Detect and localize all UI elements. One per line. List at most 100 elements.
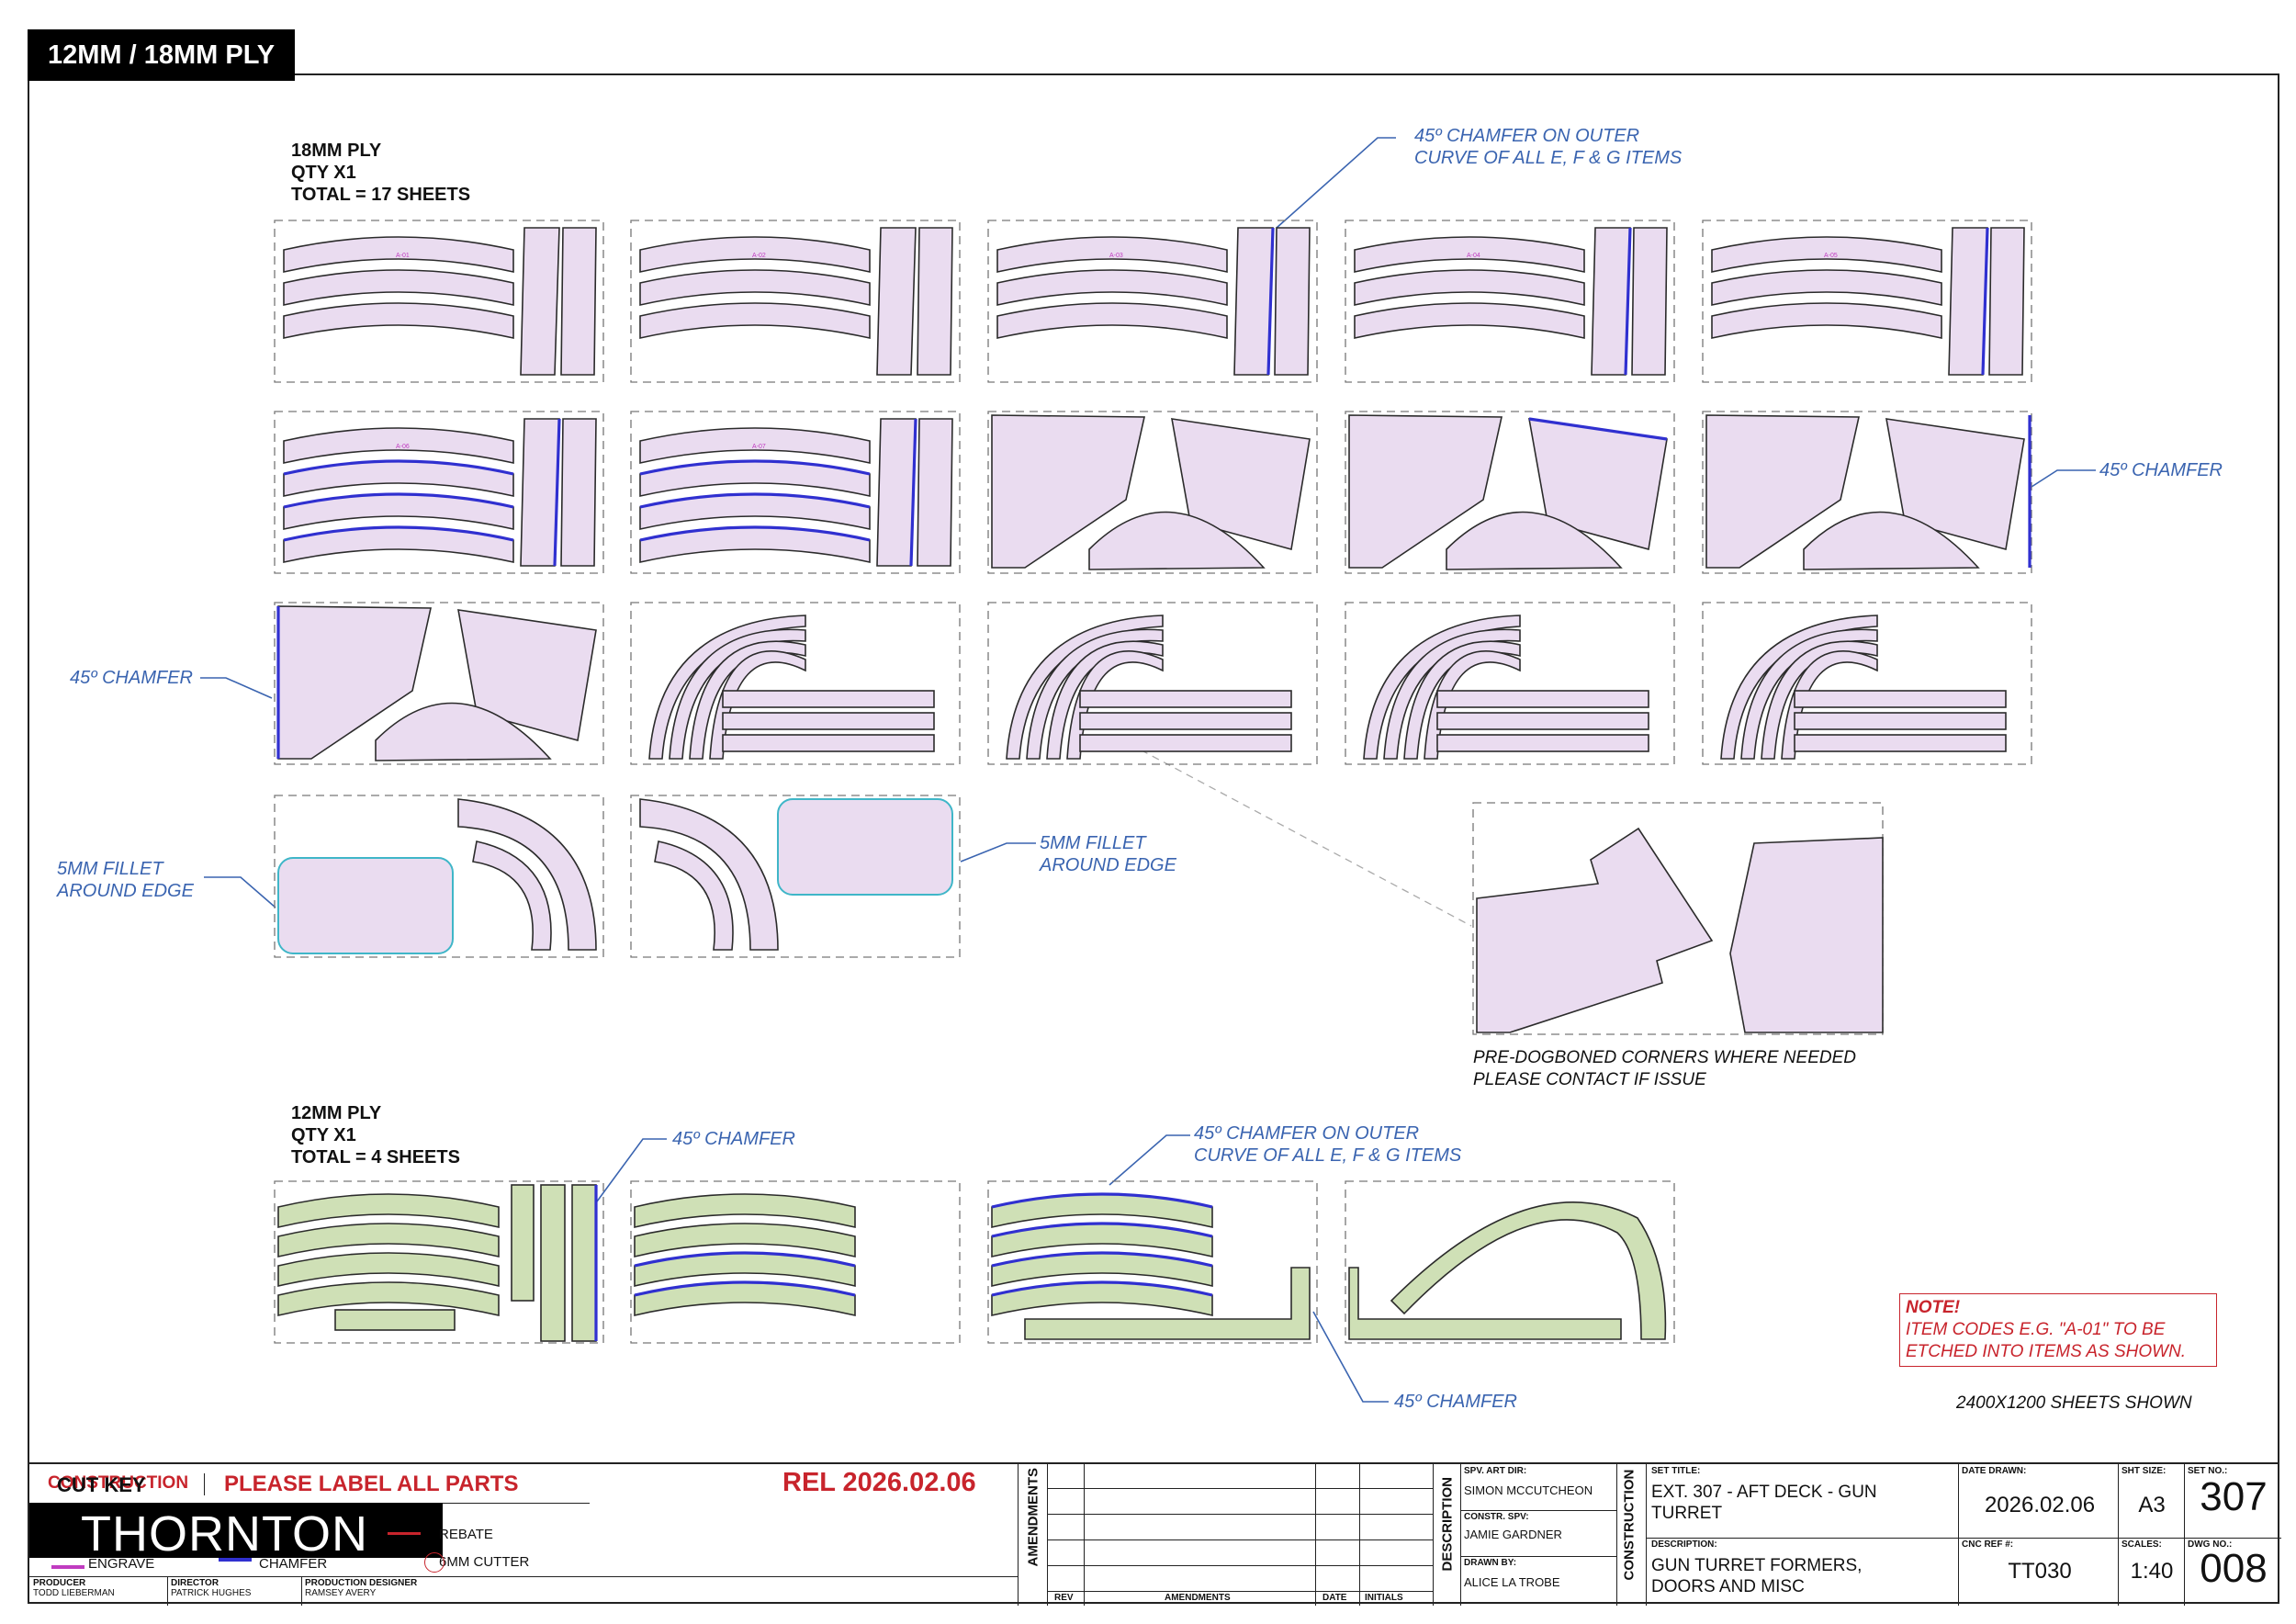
rib-part bbox=[1079, 712, 1292, 730]
panel-part bbox=[1446, 511, 1623, 570]
rib-part bbox=[1761, 640, 1878, 760]
credit-label: PRODUCTION DESIGNER bbox=[305, 1578, 418, 1588]
engrave-swatch bbox=[51, 1565, 84, 1569]
ply-sheet bbox=[987, 220, 1318, 383]
curved-part bbox=[639, 236, 871, 273]
red-note-line: ETCHED INTO ITEMS AS SHOWN. bbox=[1906, 1342, 2187, 1361]
curved-part bbox=[639, 798, 779, 951]
sheets-shown-note: 2400X1200 SHEETS SHOWN bbox=[1956, 1393, 2192, 1413]
ply-sheet bbox=[1702, 411, 2032, 574]
logo: THORNTON bbox=[29, 1503, 443, 1562]
date-drawn-label: DATE DRAWN: bbox=[1962, 1466, 2027, 1476]
rib-part bbox=[1383, 628, 1521, 760]
ply-sheet bbox=[274, 220, 604, 383]
chamfer-edge bbox=[639, 459, 871, 476]
dogbone-panel bbox=[1476, 827, 1714, 1033]
straight-part bbox=[1233, 227, 1274, 376]
chamfer-edge bbox=[283, 525, 514, 542]
curved-part bbox=[996, 269, 1228, 306]
logo-dash bbox=[388, 1532, 421, 1535]
curved-part bbox=[283, 302, 514, 339]
item-code: A-02 bbox=[752, 253, 766, 259]
straight-part bbox=[1948, 227, 1988, 376]
credit-name: RAMSEY AVERY bbox=[305, 1588, 377, 1598]
straight-part bbox=[520, 418, 560, 567]
chamfer-edge bbox=[283, 492, 514, 509]
curved-part-12mm bbox=[1390, 1201, 1667, 1340]
leader-chamfer-left bbox=[200, 677, 273, 699]
dwg-no-label: DWG NO.: bbox=[2188, 1539, 2233, 1550]
credit-label: DIRECTOR bbox=[171, 1578, 219, 1588]
note-fillet-left: 5MM FILLET AROUND EDGE bbox=[57, 858, 194, 902]
curved-part-12mm bbox=[277, 1281, 500, 1317]
description-label: DESCRIPTION bbox=[1439, 1476, 1456, 1572]
set-no: 307 bbox=[2200, 1474, 2268, 1519]
drawn-by-label: DRAWN BY: bbox=[1464, 1558, 1517, 1568]
strip-part-12mm bbox=[1024, 1267, 1311, 1340]
cnc-ref-label: CNC REF #: bbox=[1962, 1539, 2014, 1550]
dogbone-panel bbox=[1729, 837, 1884, 1033]
title-block: CONSTRUCTION PLEASE LABEL ALL PARTS CUT … bbox=[28, 1462, 2281, 1606]
straight-part bbox=[560, 227, 597, 376]
chamfer-edge bbox=[1266, 227, 1275, 376]
chamfer-edge bbox=[991, 1192, 1213, 1209]
chamfer-edge bbox=[991, 1222, 1213, 1238]
heading-line: QTY X1 bbox=[291, 1125, 356, 1145]
item-code: A-07 bbox=[752, 444, 766, 450]
constr-spv-label: CONSTR. SPV: bbox=[1464, 1512, 1529, 1522]
heading-line: QTY X1 bbox=[291, 163, 356, 183]
leader-dogbone bbox=[1129, 743, 1472, 927]
sht-size-label: SHT SIZE: bbox=[2122, 1466, 2167, 1476]
ply-sheet bbox=[1345, 411, 1675, 574]
key-cutter: 6MM CUTTER bbox=[439, 1554, 530, 1570]
curved-part-12mm bbox=[277, 1193, 500, 1229]
release-date: REL 2026.02.06 bbox=[782, 1468, 976, 1497]
item-code: A-01 bbox=[396, 253, 410, 259]
spv-art-dir-label: SPV. ART DIR: bbox=[1464, 1466, 1527, 1476]
note-line: PRE-DOGBONED CORNERS WHERE NEEDED bbox=[1473, 1048, 1856, 1067]
chamfer-edge bbox=[283, 459, 514, 476]
key-rebate: REBATE bbox=[439, 1527, 493, 1542]
curved-part bbox=[457, 798, 597, 951]
note-chamfer-12-top: 45º CHAMFER bbox=[672, 1129, 795, 1149]
chamfer-swatch bbox=[219, 1558, 252, 1562]
curved-part-12mm bbox=[277, 1252, 500, 1288]
panel-part bbox=[991, 414, 1145, 569]
note-line: AROUND EDGE bbox=[1040, 855, 1176, 875]
sht-size: A3 bbox=[2138, 1493, 2166, 1517]
chamfer-edge bbox=[991, 1251, 1213, 1268]
credit-name: PATRICK HUGHES bbox=[171, 1588, 252, 1598]
straight-part bbox=[1591, 227, 1631, 376]
ply-sheet bbox=[1345, 602, 1675, 765]
ply-sheet bbox=[630, 1180, 961, 1344]
logo-text: THORNTON bbox=[81, 1506, 368, 1562]
rib-part bbox=[1026, 628, 1164, 760]
chamfer-edge bbox=[553, 418, 561, 567]
set-title: EXT. 307 - AFT DECK - GUN TURRET bbox=[1651, 1482, 1954, 1524]
credit-label: PRODUCER bbox=[33, 1578, 86, 1588]
chamfer-edge bbox=[1528, 417, 1668, 441]
item-code: A-06 bbox=[396, 444, 410, 450]
strip-part-12mm bbox=[540, 1184, 566, 1342]
note-fillet-mid: 5MM FILLET AROUND EDGE bbox=[1040, 832, 1176, 876]
item-code: A-04 bbox=[1467, 253, 1480, 259]
note-line: AROUND EDGE bbox=[57, 881, 194, 901]
note-line: CURVE OF ALL E, F & G ITEMS bbox=[1194, 1145, 1462, 1166]
set-no-label: SET NO.: bbox=[2188, 1466, 2228, 1476]
spv-art-dir: SIMON MCCUTCHEON bbox=[1464, 1483, 1593, 1497]
item-code: A-05 bbox=[1824, 253, 1838, 259]
description-text: GUN TURRET FORMERS, DOORS AND MISC bbox=[1651, 1555, 1954, 1597]
filleted-door-part bbox=[277, 857, 454, 954]
rib-part bbox=[669, 628, 806, 760]
straight-part bbox=[1988, 227, 2025, 376]
cnc-ref: TT030 bbox=[2008, 1559, 2072, 1584]
red-note-line: ITEM CODES E.G. "A-01" TO BE bbox=[1906, 1320, 2166, 1339]
curved-part bbox=[1711, 236, 1942, 273]
leader-chamfer-12-bottom bbox=[1312, 1311, 1389, 1403]
strip-part-12mm bbox=[511, 1184, 535, 1302]
panel-part bbox=[457, 609, 597, 742]
chamfer-edge bbox=[634, 1280, 856, 1297]
description-line: DOORS AND MISC bbox=[1651, 1577, 1805, 1596]
ply-sheet bbox=[274, 1180, 604, 1344]
